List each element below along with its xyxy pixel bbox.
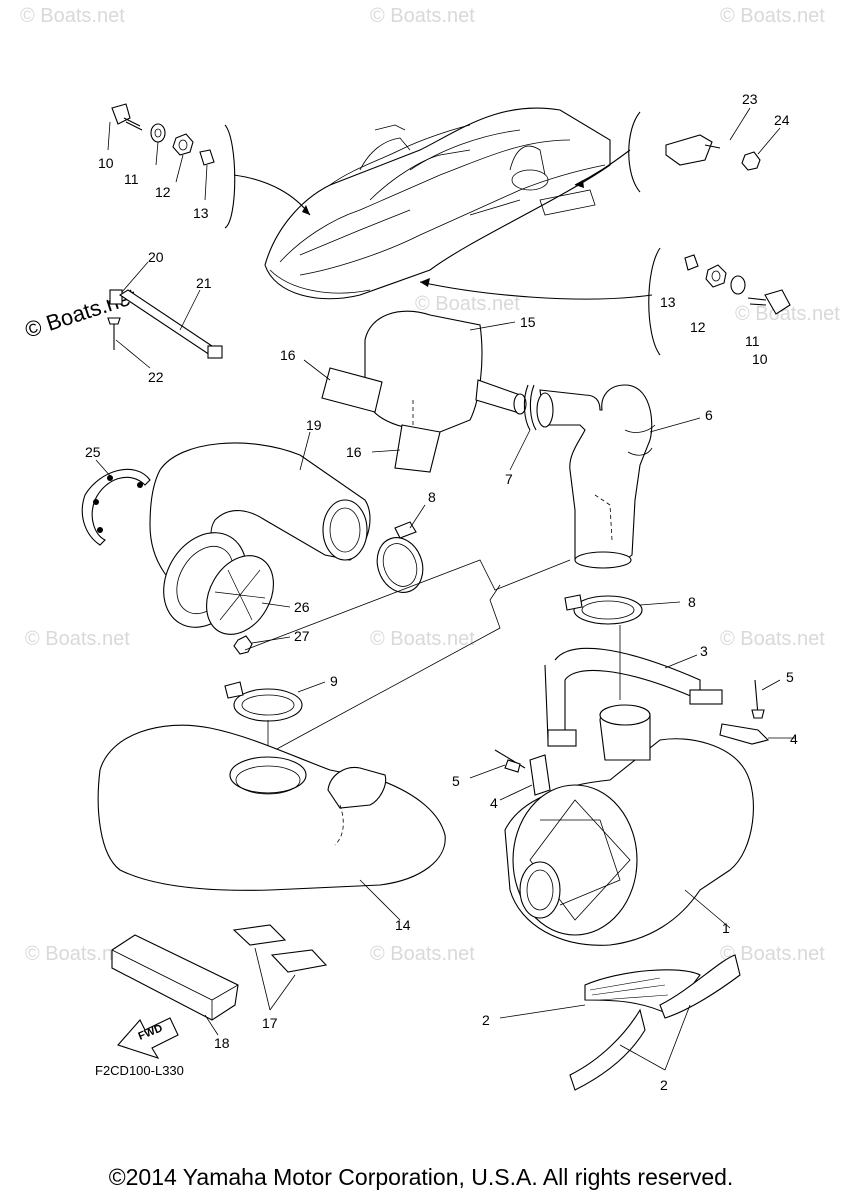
watercraft-outline bbox=[264, 107, 611, 300]
callout-20: 20 bbox=[148, 249, 164, 265]
cable-tie-group bbox=[107, 261, 223, 369]
part-4-5-brackets bbox=[469, 679, 795, 801]
callout-12: 12 bbox=[690, 319, 706, 335]
callout-26: 26 bbox=[294, 599, 310, 615]
callout-19: 19 bbox=[306, 417, 322, 433]
callout-11: 11 bbox=[124, 171, 139, 187]
callout-25: 25 bbox=[85, 444, 101, 460]
callout-22: 22 bbox=[148, 369, 164, 385]
callout-2: 2 bbox=[482, 1012, 490, 1028]
part-9-clamp bbox=[224, 681, 326, 722]
part-17-pads bbox=[232, 924, 328, 1011]
watermark-top-right: © Boats.net bbox=[720, 5, 825, 27]
callout-2: 2 bbox=[660, 1077, 668, 1093]
callout-10: 10 bbox=[98, 155, 114, 171]
callout-6: 6 bbox=[705, 407, 713, 423]
callout-13: 13 bbox=[193, 205, 209, 221]
fwd-arrow-icon: FWD bbox=[117, 1017, 179, 1059]
callout-24: 24 bbox=[774, 112, 790, 128]
part-1-muffler bbox=[504, 704, 754, 946]
callout-16: 16 bbox=[346, 444, 362, 460]
part-2-pads bbox=[499, 954, 741, 1091]
callout-27: 27 bbox=[294, 628, 310, 644]
parts-diagram: © Boats.net © Boats.net © Boats.net © Bo… bbox=[20, 5, 840, 1093]
part-25-ring bbox=[81, 459, 151, 546]
callout-7: 7 bbox=[505, 471, 513, 487]
diagram-code: F2CD100-L330 bbox=[95, 1063, 184, 1078]
watermark-upper-right: © Boats.net bbox=[735, 303, 840, 325]
callout-12: 12 bbox=[155, 184, 171, 200]
callout-21: 21 bbox=[196, 275, 212, 291]
callout-18: 18 bbox=[214, 1035, 230, 1051]
watermark-mid-right: © Boats.net bbox=[720, 628, 825, 650]
part-8-clamp-lower bbox=[564, 594, 681, 625]
watermark-upper-center: © Boats.net bbox=[415, 293, 520, 315]
part-15-resonator bbox=[364, 310, 527, 433]
watermark-mid-center: © Boats.net bbox=[370, 628, 475, 650]
watermark-low-left: © Boats.net bbox=[25, 943, 130, 965]
callout-8: 8 bbox=[428, 489, 436, 505]
fastener-set-upper-left bbox=[107, 103, 311, 229]
fastener-set-right bbox=[419, 247, 791, 356]
fastener-set-upper-right bbox=[574, 107, 781, 193]
callout-16: 16 bbox=[280, 347, 296, 363]
callout-23: 23 bbox=[742, 91, 758, 107]
watermark-low-right: © Boats.net bbox=[720, 943, 825, 965]
watermark-mid-left: © Boats.net bbox=[25, 628, 130, 650]
callout-9: 9 bbox=[330, 673, 338, 689]
callout-4: 4 bbox=[790, 731, 798, 747]
callout-11: 11 bbox=[745, 333, 760, 349]
callout-5: 5 bbox=[786, 669, 794, 685]
callout-3: 3 bbox=[700, 643, 708, 659]
part-3-strap bbox=[544, 647, 723, 747]
part-16-pads bbox=[303, 359, 441, 473]
callout-14: 14 bbox=[395, 917, 411, 933]
callout-labels: 1 2 2 3 4 4 5 5 6 7 8 8 9 10 10 11 11 12… bbox=[85, 91, 798, 1093]
callout-10: 10 bbox=[752, 351, 768, 367]
part-8-clamp-upper bbox=[376, 504, 426, 593]
watermark-top-center: © Boats.net bbox=[370, 5, 475, 27]
callout-1: 1 bbox=[722, 920, 730, 936]
watermark-top-left: © Boats.net bbox=[20, 5, 125, 27]
part-27-nut bbox=[233, 635, 291, 655]
part-26-plate bbox=[163, 532, 291, 635]
watermark-low-center: © Boats.net bbox=[370, 943, 475, 965]
callout-4: 4 bbox=[490, 795, 498, 811]
part-6-hose bbox=[536, 384, 701, 569]
callout-5: 5 bbox=[452, 773, 460, 789]
part-14-silencer bbox=[97, 724, 446, 921]
part-18-foam bbox=[111, 934, 239, 1036]
callout-15: 15 bbox=[520, 314, 536, 330]
part-7-clamp bbox=[509, 384, 537, 471]
callout-13: 13 bbox=[660, 294, 676, 310]
callout-8: 8 bbox=[688, 594, 696, 610]
copyright-footer: ©2014 Yamaha Motor Corporation, U.S.A. A… bbox=[108, 1164, 734, 1190]
callout-17: 17 bbox=[262, 1015, 278, 1031]
